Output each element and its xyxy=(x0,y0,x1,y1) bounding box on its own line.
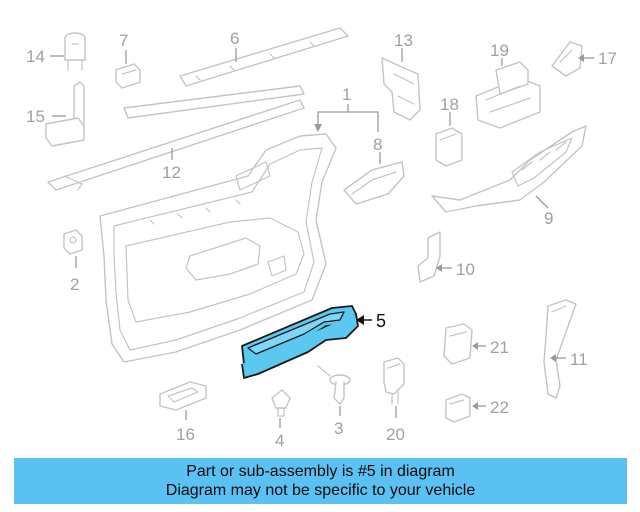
part-10-bracket: 10 xyxy=(417,231,475,283)
caption-line-1: Part or sub-assembly is #5 in diagram xyxy=(186,463,455,480)
callout-18: 18 xyxy=(440,95,459,114)
callout-2: 2 xyxy=(70,275,79,294)
part-5-armrest-pad: 5 xyxy=(241,305,386,379)
part-16-bezel: 16 xyxy=(159,381,207,444)
part-9-bezel: 9 xyxy=(431,125,587,228)
callout-9: 9 xyxy=(544,209,553,228)
callout-19: 19 xyxy=(490,41,509,60)
callout-10: 10 xyxy=(456,260,475,279)
part-19-switch: 19 xyxy=(475,41,541,129)
caption-banner: Part or sub-assembly is #5 in diagram Di… xyxy=(14,458,627,504)
part-6-molding: 6 xyxy=(123,27,349,119)
part-21-clip: 21 xyxy=(443,323,509,365)
callout-5: 5 xyxy=(376,311,386,331)
callout-4: 4 xyxy=(275,431,284,450)
part-18-clip: 18 xyxy=(435,95,463,167)
callout-13: 13 xyxy=(394,31,413,50)
callout-22: 22 xyxy=(490,398,509,417)
part-3-screw: 3 xyxy=(317,365,351,438)
part-11-bracket: 11 xyxy=(543,299,588,399)
callout-14: 14 xyxy=(26,47,45,66)
part-14-clip: 14 xyxy=(26,32,86,71)
callout-12: 12 xyxy=(162,163,181,182)
callout-20: 20 xyxy=(386,425,405,444)
part-7-clip: 7 xyxy=(115,31,141,89)
part-12-weatherstrip: 12 xyxy=(47,99,305,191)
part-17-switch: 17 xyxy=(551,41,617,77)
caption-line-2: Diagram may not be specific to your vehi… xyxy=(165,482,476,499)
part-4-pushpin: 4 xyxy=(271,389,291,450)
part-22-clip: 22 xyxy=(445,393,509,423)
part-13-bracket: 13 xyxy=(381,31,421,121)
callout-15: 15 xyxy=(26,107,45,126)
part-2-retainer: 2 xyxy=(63,229,83,294)
callout-16: 16 xyxy=(176,425,195,444)
part-1-door-panel: 1 xyxy=(99,85,379,363)
part-15-pin: 15 xyxy=(26,81,85,147)
part-8-cover: 8 xyxy=(343,135,405,205)
callout-1: 1 xyxy=(342,85,351,104)
callout-8: 8 xyxy=(373,135,382,154)
callout-6: 6 xyxy=(230,29,239,48)
callout-7: 7 xyxy=(119,31,128,50)
callout-17: 17 xyxy=(598,49,617,68)
callout-21: 21 xyxy=(490,338,509,357)
part-20-clip: 20 xyxy=(383,357,405,444)
callout-11: 11 xyxy=(570,350,588,369)
parts-diagram: 14 7 6 15 12 1 xyxy=(26,27,617,450)
callout-3: 3 xyxy=(334,419,343,438)
